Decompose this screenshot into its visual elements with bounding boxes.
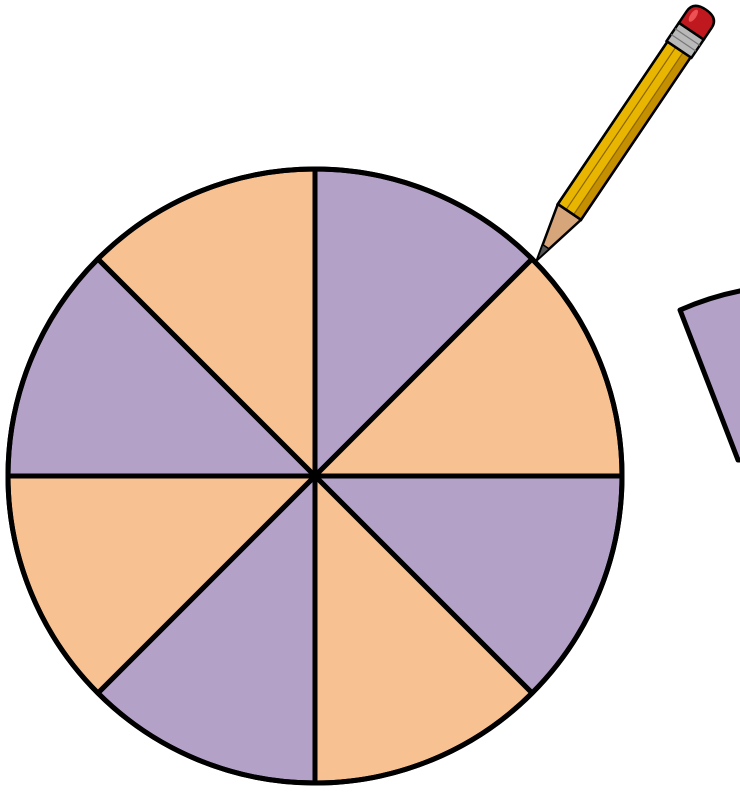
partial-sector-piece	[680, 290, 740, 460]
pencil-icon	[525, 1, 719, 268]
pencil-facet-line	[574, 52, 684, 214]
pencil-facet-line	[566, 47, 676, 209]
partial-sector	[680, 290, 740, 460]
pencil-body-shade	[574, 52, 691, 220]
fraction-circle	[8, 169, 622, 783]
